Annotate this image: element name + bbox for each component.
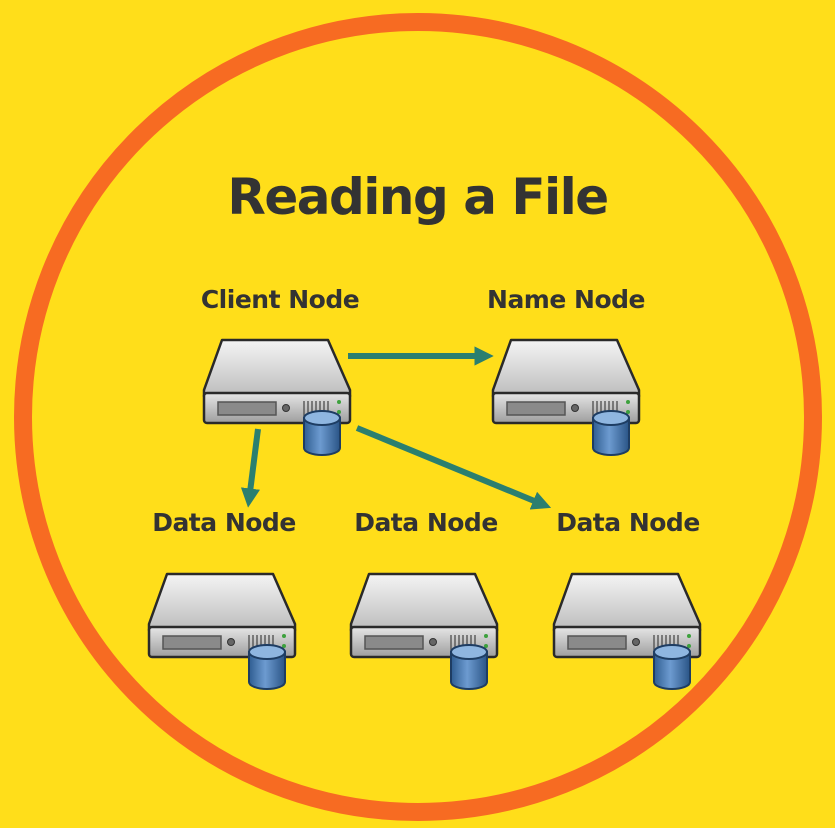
arrow-client-to-data1 bbox=[240, 428, 261, 508]
client-node-label: Client Node bbox=[200, 285, 360, 314]
data-node-label: Data Node bbox=[152, 508, 296, 537]
data-node-label: Data Node bbox=[556, 508, 700, 537]
arrow-client-to-data3 bbox=[355, 425, 552, 510]
outer-ring bbox=[14, 13, 822, 821]
page-title: Reading a File bbox=[227, 168, 609, 226]
name-node-label: Name Node bbox=[487, 285, 645, 314]
data-node-label: Data Node bbox=[354, 508, 498, 537]
